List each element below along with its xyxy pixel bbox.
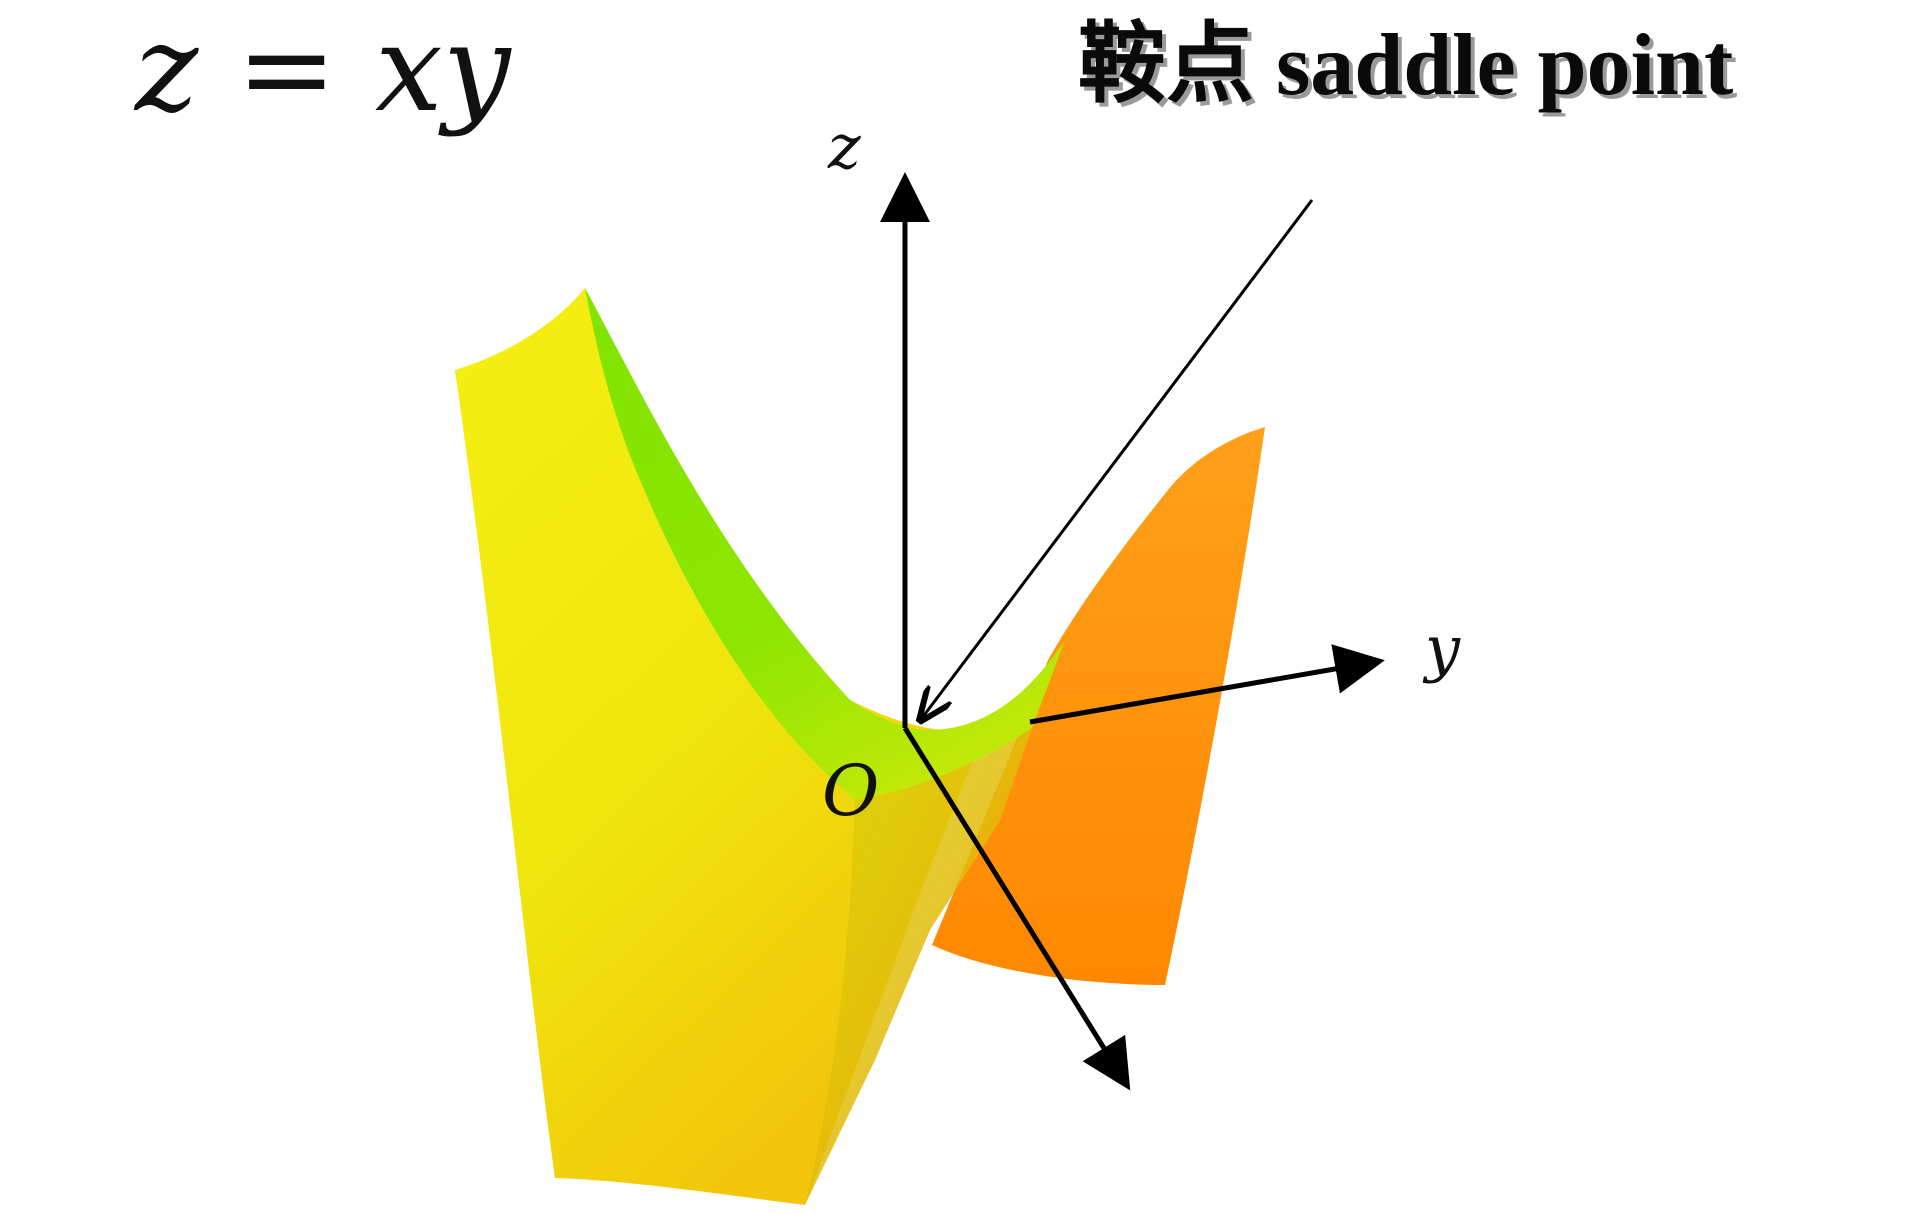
- z-axis-label: z: [827, 110, 861, 183]
- y-axis-label: y: [1422, 612, 1461, 685]
- y-axis: [1029, 644, 1385, 725]
- saddle-point-pointer: [922, 199, 1314, 718]
- surface-equation: z = xy: [133, 0, 513, 139]
- saddle-point-label-shadow: 鞍点 saddle point: [1082, 21, 1737, 118]
- surface-top-fold: [585, 288, 1065, 800]
- origin-label: O: [822, 750, 879, 832]
- surface-underside: [805, 728, 1032, 1205]
- saddle-surface: [455, 288, 1265, 1205]
- axes: [880, 172, 1385, 1091]
- x-axis: [902, 726, 1131, 1091]
- surface-right-sheet: [932, 427, 1265, 985]
- saddle-point-label: 鞍点 saddle point: [1078, 17, 1733, 114]
